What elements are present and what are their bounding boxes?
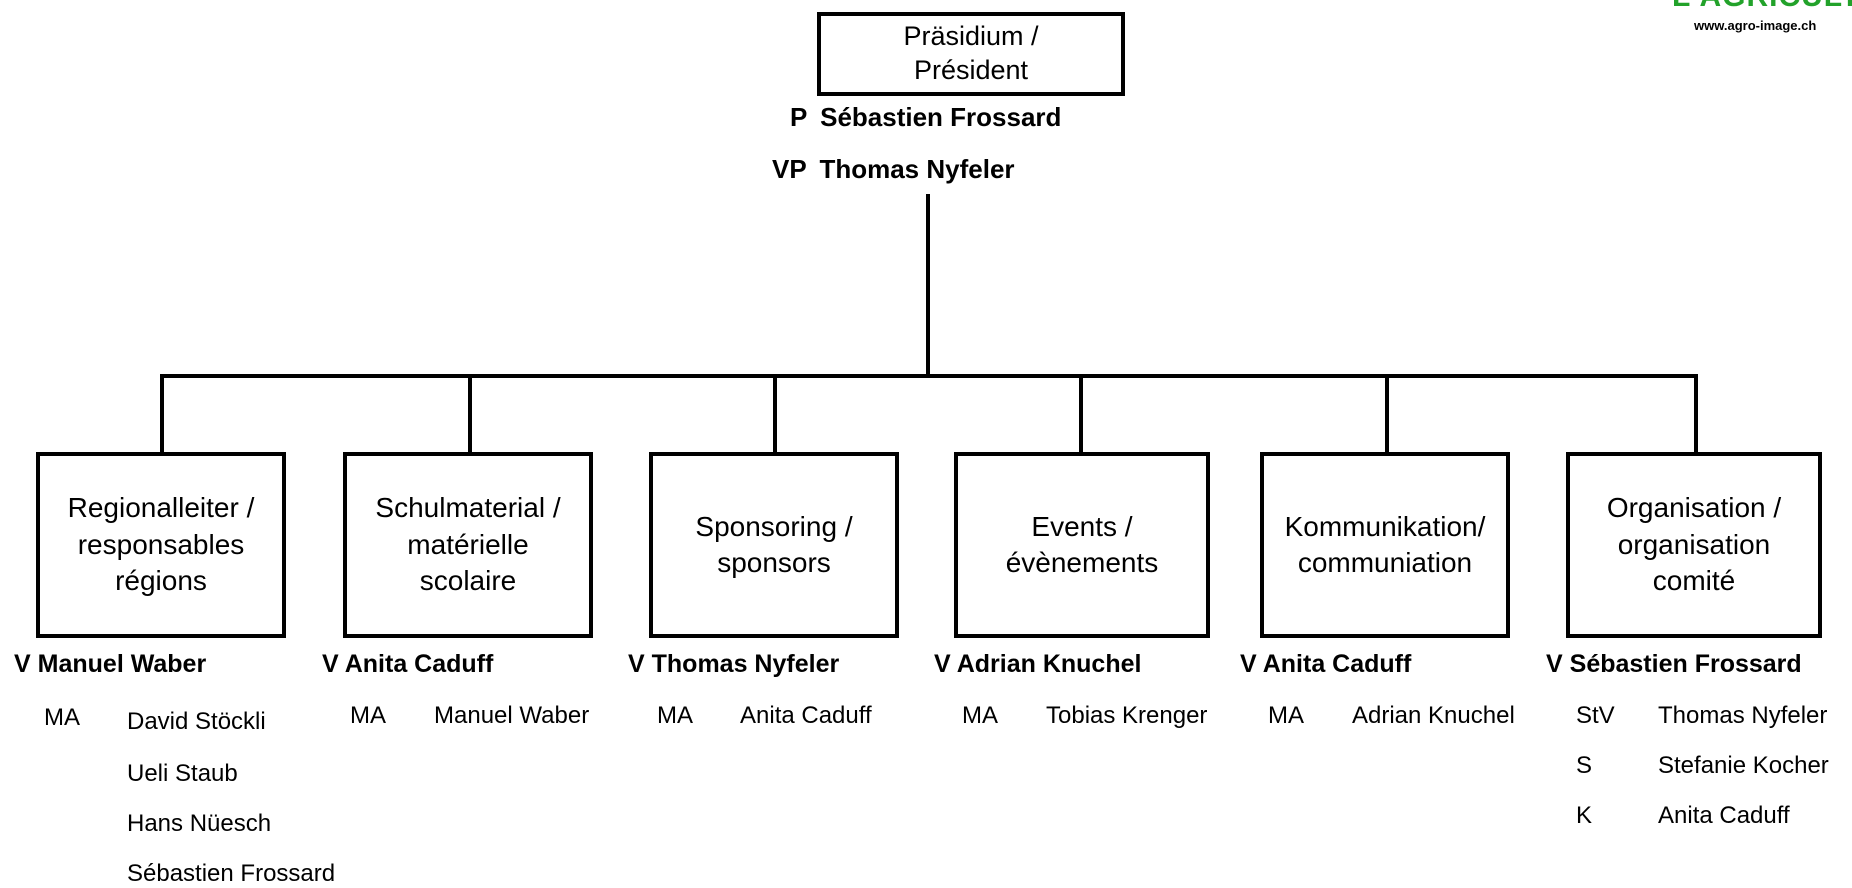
lead-role: V bbox=[628, 650, 645, 678]
department-title: Sponsoring / sponsors bbox=[695, 510, 853, 578]
president-line: P Sébastien Frossard bbox=[790, 102, 1061, 133]
member-name: Stefanie Kocher bbox=[1658, 752, 1829, 779]
member-name: Anita Caduff bbox=[740, 702, 872, 729]
department-title: Schulmaterial / matérielle scolaire bbox=[375, 492, 561, 597]
department-lead: V Sébastien Frossard bbox=[1546, 650, 1802, 679]
president-role: P bbox=[790, 102, 807, 132]
lead-name: Anita Caduff bbox=[1262, 650, 1412, 678]
member-name: Manuel Waber bbox=[434, 702, 590, 729]
presidium-box: Präsidium / Président bbox=[817, 12, 1125, 96]
member-name: Tobias Krenger bbox=[1046, 702, 1208, 729]
department-lead: V Anita Caduff bbox=[322, 650, 493, 679]
vice-president-name: Thomas Nyfeler bbox=[819, 154, 1015, 184]
connector-drop-6 bbox=[1694, 376, 1698, 452]
lead-role: V bbox=[1546, 650, 1563, 678]
department-title: Organisation / organisation comité bbox=[1606, 492, 1782, 597]
connector-horizontal bbox=[160, 374, 1698, 378]
lead-name: Anita Caduff bbox=[344, 650, 494, 678]
member-name: Anita Caduff bbox=[1658, 802, 1790, 829]
department-title: Events / évènements bbox=[1005, 510, 1159, 578]
department-lead: V Anita Caduff bbox=[1240, 650, 1411, 679]
member-role: StV bbox=[1576, 702, 1615, 729]
vice-president-line: VP Thomas Nyfeler bbox=[772, 154, 1015, 185]
lead-role: V bbox=[1240, 650, 1257, 678]
member-name: Adrian Knuchel bbox=[1352, 702, 1515, 729]
member-role: MA bbox=[657, 702, 693, 729]
member-name: Sébastien Frossard bbox=[127, 860, 336, 887]
member-role: K bbox=[1576, 802, 1593, 829]
member-name: Hans Nüesch bbox=[127, 810, 272, 837]
logo-url: www.agro-image.ch bbox=[1694, 18, 1817, 33]
department-box-sponsoring: Sponsoring / sponsors bbox=[649, 452, 899, 638]
department-box-kommunikation: Kommunikation/ communiation bbox=[1260, 452, 1510, 638]
connector-drop-3 bbox=[773, 376, 777, 452]
member-name: Ueli Staub bbox=[127, 760, 238, 787]
vice-president-role: VP bbox=[772, 154, 807, 184]
connector-drop-1 bbox=[160, 374, 164, 452]
department-title: Kommunikation/ communiation bbox=[1284, 510, 1486, 578]
presidium-title: Präsidium / Président bbox=[903, 21, 1039, 85]
department-title: Regionalleiter / responsables régions bbox=[67, 492, 255, 597]
department-lead: V Manuel Waber bbox=[14, 650, 206, 679]
member-role: MA bbox=[44, 704, 80, 731]
department-box-regional: Regionalleiter / responsables régions bbox=[36, 452, 286, 638]
lead-role: V bbox=[14, 650, 31, 678]
lead-role: V bbox=[934, 650, 951, 678]
president-name: Sébastien Frossard bbox=[820, 102, 1062, 132]
connector-drop-4 bbox=[1079, 376, 1083, 452]
lead-name: Manuel Waber bbox=[37, 650, 207, 678]
member-name: David Stöckli bbox=[127, 708, 266, 735]
department-box-organisation: Organisation / organisation comité bbox=[1566, 452, 1822, 638]
member-role: MA bbox=[1268, 702, 1304, 729]
lead-name: Adrian Knuchel bbox=[956, 650, 1142, 678]
department-lead: V Thomas Nyfeler bbox=[628, 650, 839, 679]
department-lead: V Adrian Knuchel bbox=[934, 650, 1141, 679]
member-role: MA bbox=[350, 702, 386, 729]
department-box-schulmaterial: Schulmaterial / matérielle scolaire bbox=[343, 452, 593, 638]
connector-drop-5 bbox=[1385, 376, 1389, 452]
department-box-events: Events / évènements bbox=[954, 452, 1210, 638]
member-role: S bbox=[1576, 752, 1593, 779]
logo-wordmark: L'AGRICULTURE bbox=[1672, 0, 1852, 14]
member-name: Thomas Nyfeler bbox=[1658, 702, 1828, 729]
lead-name: Sébastien Frossard bbox=[1569, 650, 1802, 678]
connector-drop-2 bbox=[468, 376, 472, 452]
connector-trunk bbox=[926, 194, 930, 376]
lead-name: Thomas Nyfeler bbox=[651, 650, 840, 678]
lead-role: V bbox=[322, 650, 339, 678]
member-role: MA bbox=[962, 702, 998, 729]
